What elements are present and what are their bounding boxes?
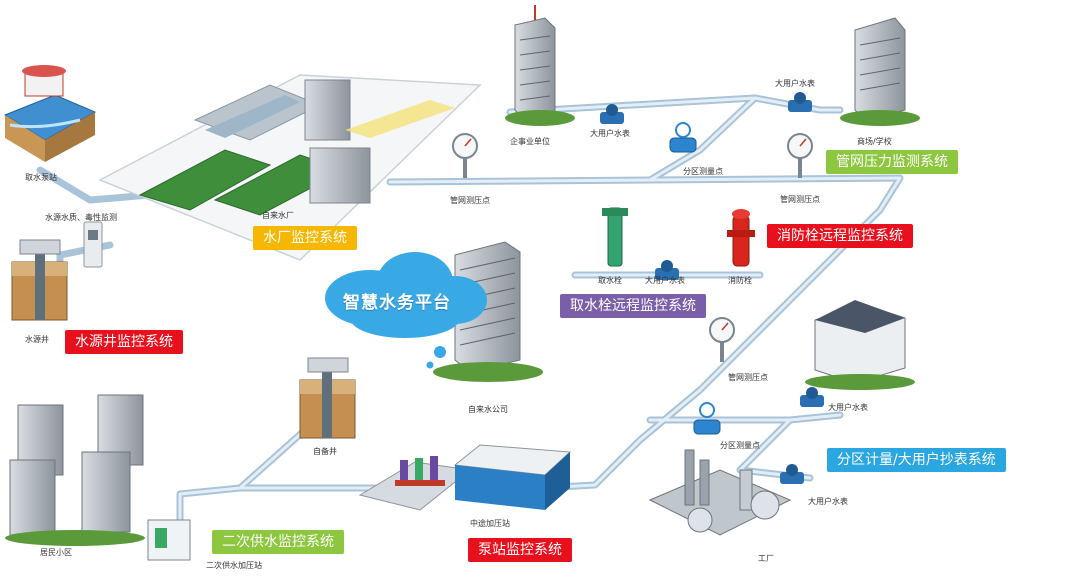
pressure-gauge-icon <box>709 317 735 362</box>
waterworks-plant-label: 自来水厂 <box>262 211 294 220</box>
pump-station-system-tag[interactable]: 泵站监控系统 <box>468 538 572 562</box>
pipe-pressure-label: 管网测压点 <box>450 196 490 205</box>
secondary-station-illustration <box>147 519 191 561</box>
district-point-label: 分区测量点 <box>720 441 760 450</box>
big-meter-icon <box>655 260 679 280</box>
district-flow-meter-icon <box>669 122 697 153</box>
pressure-gauge-icon <box>452 133 478 178</box>
cloud-shape <box>325 252 487 369</box>
self-well-label: 自备井 <box>313 447 337 456</box>
intake-pump-station-illustration <box>3 65 97 162</box>
big-meter-icon <box>600 104 624 124</box>
mall-school-building-illustration <box>840 17 920 126</box>
booster-station-label: 中途加压站 <box>470 519 510 528</box>
waterworks-system-tag[interactable]: 水厂监控系统 <box>253 226 357 250</box>
district-metering-system-tag[interactable]: 分区计量/大用户抄表系统 <box>827 448 1006 472</box>
district-point-label: 分区测量点 <box>683 167 723 176</box>
enterprise-building-illustration <box>505 5 575 126</box>
booster-station-illustration <box>453 444 572 510</box>
intake-hydrant-illustration <box>602 207 628 267</box>
enterprise-label: 企事业单位 <box>510 137 550 146</box>
office-building-illustration <box>805 300 915 390</box>
platform-label: 智慧水务平台 <box>343 293 451 313</box>
pipe-pressure-system-tag[interactable]: 管网压力监测系统 <box>826 150 958 174</box>
wellhead-system-tag[interactable]: 水源井监控系统 <box>65 330 183 354</box>
big-meter-icon <box>780 464 804 484</box>
residential-buildings-illustration <box>5 394 145 546</box>
big-meter-label: 大用户水表 <box>645 276 685 285</box>
fire-hydrant-system-tag[interactable]: 消防栓远程监控系统 <box>767 224 913 248</box>
big-meter-icon <box>788 92 812 112</box>
pipe-pressure-label: 管网测压点 <box>728 373 768 382</box>
pump-station-illustration <box>358 456 472 511</box>
fire-hydrant-point-label: 消防栓 <box>728 276 752 285</box>
water-company-building-illustration <box>433 241 543 382</box>
pressure-gauge-icon <box>787 133 813 178</box>
intake-hydrant-point-label: 取水栓 <box>598 276 622 285</box>
intake-hydrant-system-tag[interactable]: 取水栓远程监控系统 <box>560 294 706 318</box>
source-well-label: 水源井 <box>25 335 49 344</box>
mall-school-label: 商场/学校 <box>857 137 892 146</box>
big-meter-icon <box>800 387 824 407</box>
residential-label: 居民小区 <box>40 548 72 557</box>
intake-pump-label: 取水泵站 <box>25 173 57 182</box>
big-meter-label: 大用户水表 <box>828 403 868 412</box>
big-meter-label: 大用户水表 <box>808 497 848 506</box>
water-company-label: 自来水公司 <box>468 405 508 414</box>
waterworks-plant-illustration <box>98 74 482 261</box>
source-well-illustration <box>11 239 68 321</box>
big-meter-label: 大用户水表 <box>775 79 815 88</box>
water-quality-label: 水源水质、毒性监测 <box>45 213 117 222</box>
secondary-station-label: 二次供水加压站 <box>206 561 262 570</box>
pipe-pressure-label: 管网测压点 <box>780 195 820 204</box>
factory-label: 工厂 <box>758 554 774 563</box>
fire-hydrant-illustration <box>727 209 755 267</box>
district-flow-meter-icon <box>693 402 721 435</box>
big-meter-label: 大用户水表 <box>590 129 630 138</box>
water-quality-monitor-illustration <box>83 221 103 268</box>
self-well-illustration <box>299 357 356 439</box>
secondary-supply-system-tag[interactable]: 二次供水监控系统 <box>212 530 344 554</box>
factory-illustration <box>648 449 792 536</box>
